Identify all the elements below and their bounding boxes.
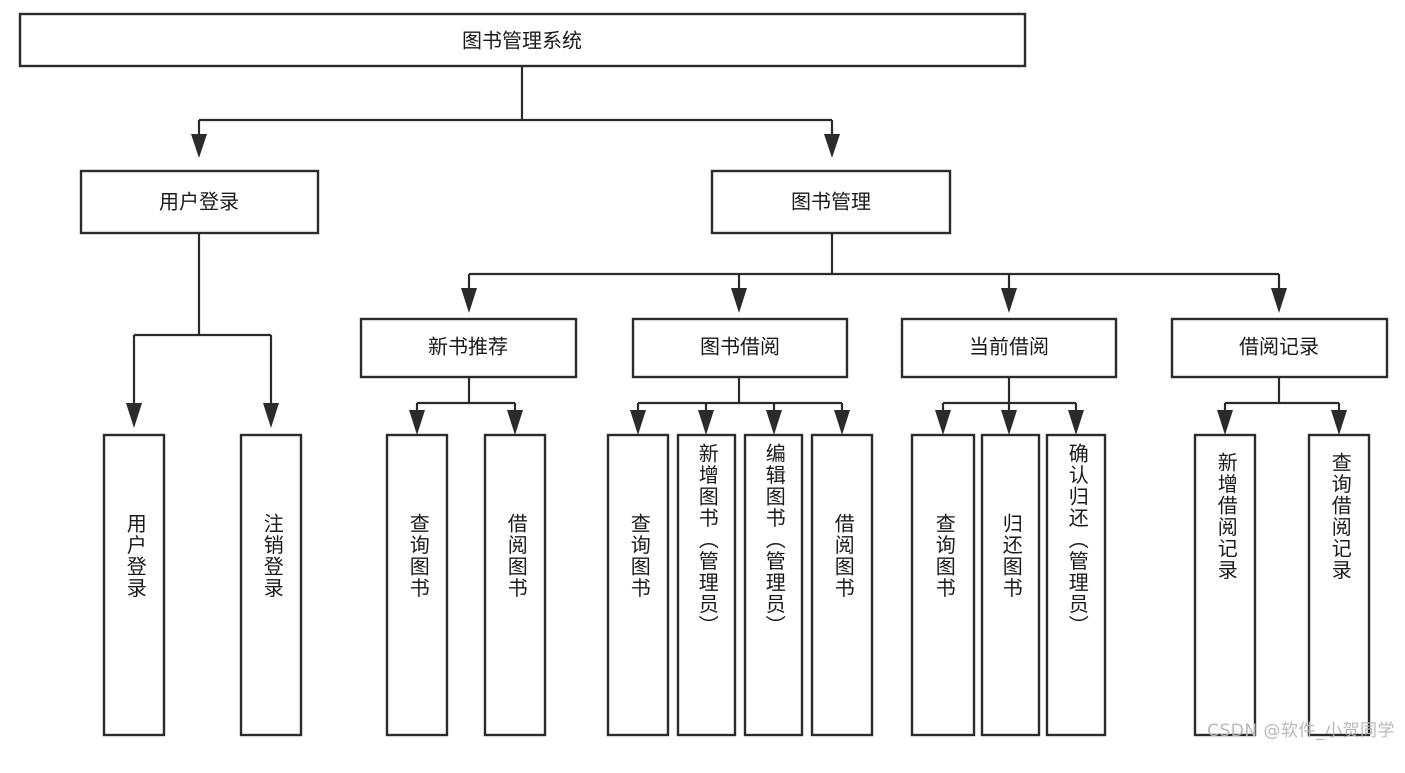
arrow-head-leaf-user-login <box>126 403 142 428</box>
node-book-management[interactable] <box>710 169 952 235</box>
node-layer: 图书管理系统 用户登录 图书管理 新书推荐 图书借阅 当前借阅 借阅记录 <box>18 12 1389 737</box>
node-leaf-add-borrow-record[interactable] <box>1193 433 1257 737</box>
node-leaf-query-borrow-record[interactable] <box>1307 433 1371 737</box>
node-borrow-record-label: 借阅记录 <box>1239 335 1319 359</box>
arrow-head-to-borrow-record <box>1271 288 1287 313</box>
arrow-head-leaf-return-book <box>1001 410 1017 435</box>
node-book-borrow[interactable] <box>631 317 849 379</box>
node-user-login-label: 用户登录 <box>159 190 239 214</box>
node-leaf-user-login[interactable] <box>102 433 166 737</box>
arrow-head-leaf-confirm-return <box>1068 410 1084 435</box>
node-leaf-borrow-book-newbook[interactable] <box>483 433 547 737</box>
arrow-head-leaf-logout <box>263 403 279 428</box>
arrow-head-leaf-query-book-1 <box>409 410 425 435</box>
arrow-head-to-user-login <box>191 134 207 158</box>
arrow-head-leaf-edit-book <box>766 410 782 435</box>
arrow-head-to-book-borrow <box>731 288 747 313</box>
node-leaf-borrow-book-borrow[interactable] <box>810 433 874 737</box>
node-leaf-query-book-newbook[interactable] <box>385 433 449 737</box>
arrow-head-leaf-borrow-book-1 <box>507 410 523 435</box>
arrow-head-leaf-add-book <box>698 410 714 435</box>
arrow-head-to-new-book <box>461 288 477 313</box>
arrow-head-to-current-borrow <box>1001 288 1017 313</box>
node-new-book-recommend[interactable] <box>359 317 578 379</box>
arrow-head-leaf-add-record <box>1217 410 1233 435</box>
node-user-login[interactable] <box>79 169 320 235</box>
node-leaf-confirm-return-admin[interactable] <box>1045 433 1107 737</box>
arrow-head-leaf-query-book-2 <box>630 410 646 435</box>
arrow-head-leaf-query-record <box>1331 410 1347 435</box>
arrow-head-to-book-management <box>824 134 840 158</box>
node-leaf-logout[interactable] <box>239 433 303 737</box>
watermark-text: CSDN @软件_小贺同学 <box>1207 721 1395 741</box>
node-new-book-recommend-label: 新书推荐 <box>428 335 508 359</box>
node-root-label: 图书管理系统 <box>462 29 582 53</box>
arrow-head-leaf-query-book-3 <box>935 410 951 435</box>
arrow-head-leaf-borrow-book-2 <box>834 410 850 435</box>
node-book-borrow-label: 图书借阅 <box>700 335 780 359</box>
node-leaf-query-book-current[interactable] <box>910 433 976 737</box>
connector-layer <box>126 66 1347 435</box>
node-leaf-add-book-admin[interactable] <box>676 433 737 737</box>
flowchart-canvas: 图书管理系统 用户登录 图书管理 新书推荐 图书借阅 当前借阅 借阅记录 <box>18 12 1395 741</box>
node-borrow-record[interactable] <box>1170 317 1389 379</box>
node-current-borrow[interactable] <box>900 317 1118 379</box>
node-book-management-label: 图书管理 <box>791 190 871 214</box>
node-leaf-query-book-borrow[interactable] <box>606 433 670 737</box>
node-leaf-return-book[interactable] <box>980 433 1041 737</box>
node-current-borrow-label: 当前借阅 <box>969 335 1049 359</box>
node-leaf-edit-book-admin[interactable] <box>743 433 804 737</box>
node-root-book-management-system[interactable] <box>18 12 1027 68</box>
flowchart-svg: 图书管理系统 用户登录 图书管理 新书推荐 图书借阅 当前借阅 借阅记录 <box>18 12 1389 737</box>
